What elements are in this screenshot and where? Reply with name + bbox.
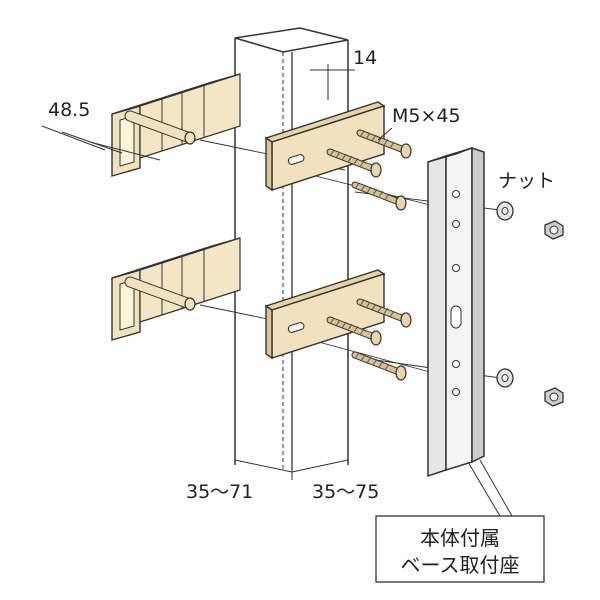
- rear-bracket-lower: [111, 237, 241, 341]
- nut-lower: [496, 368, 564, 407]
- base-channel: [427, 146, 485, 478]
- dimension-right-label: 35～75: [312, 481, 379, 503]
- caption-line-1: 本体付属: [420, 526, 500, 550]
- rear-bracket-upper: [111, 73, 241, 177]
- dimension-left-label: 35～71: [186, 481, 253, 503]
- front-plate-upper: [265, 101, 385, 191]
- screw-upper-c: [355, 183, 406, 210]
- dimension-48-5: [41, 125, 161, 161]
- dimension-14: [310, 64, 355, 100]
- dimension-48-5-label: 48.5: [48, 99, 90, 121]
- nut-upper: [496, 201, 564, 240]
- bottom-dimensions: [234, 459, 349, 480]
- caption-line-2: ベース取付座: [401, 553, 520, 577]
- nut-label: ナット: [498, 170, 555, 192]
- screw-size-label: M5×45: [392, 105, 461, 127]
- screw-lower-c: [355, 353, 406, 380]
- caption-box: [375, 515, 545, 583]
- post: [234, 27, 349, 470]
- dimension-14-label: 14: [353, 47, 377, 69]
- front-plate-lower: [265, 269, 385, 359]
